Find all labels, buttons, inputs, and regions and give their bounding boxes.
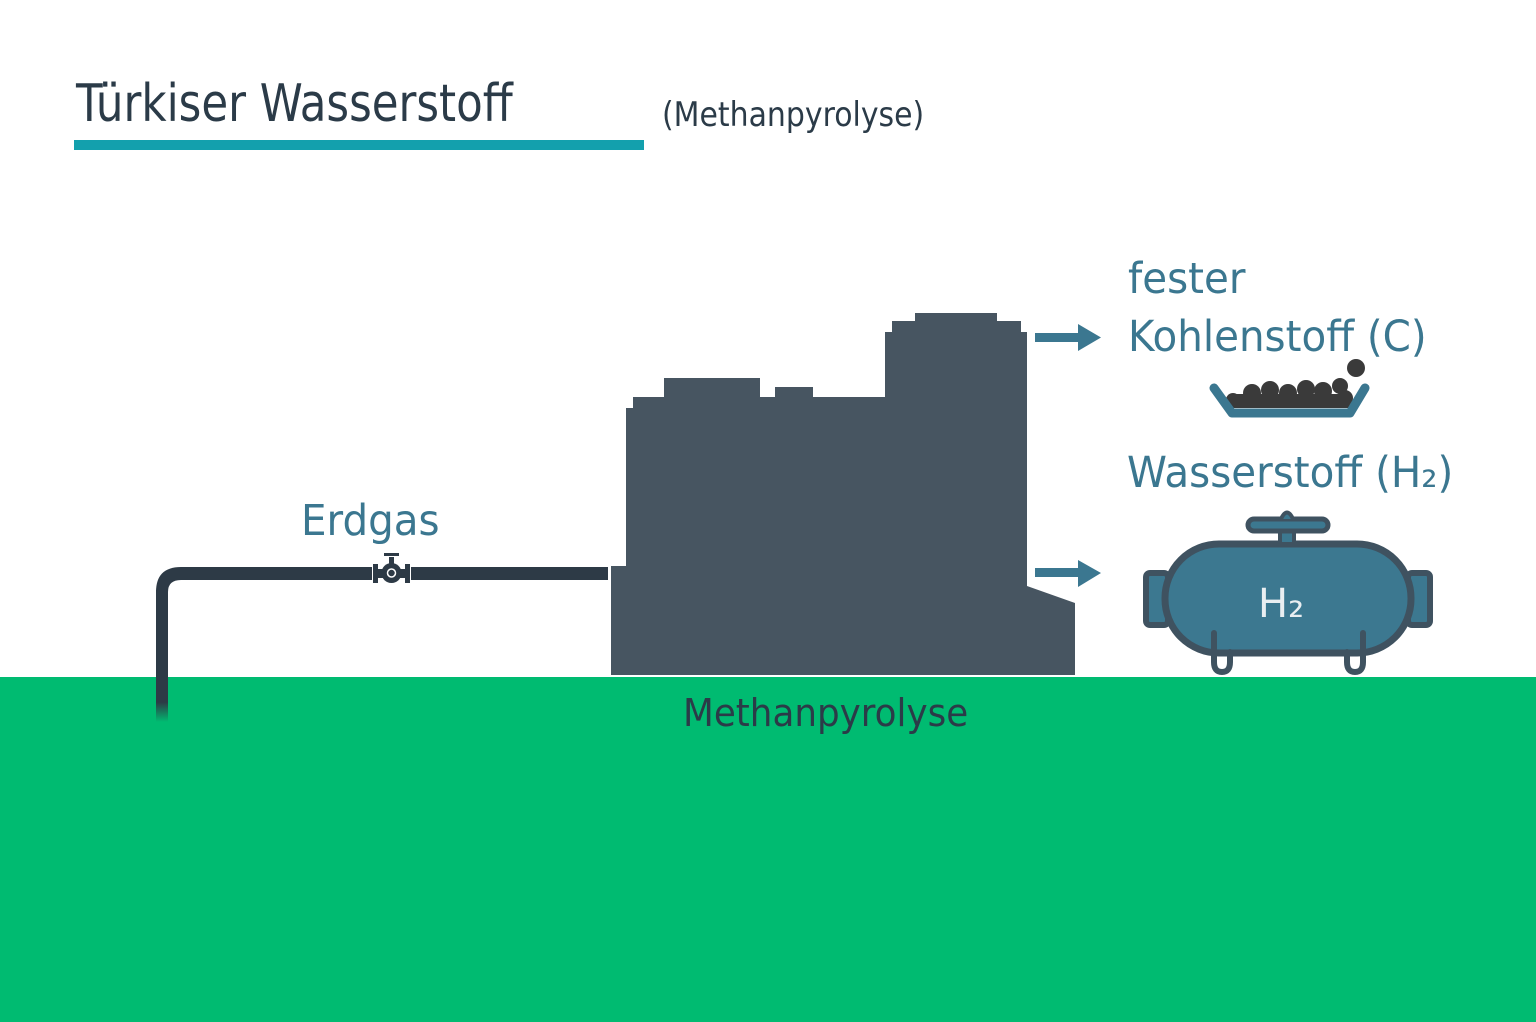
arrow-right-icon <box>1035 560 1101 587</box>
hydrogen-output-label: Wasserstoff (H₂) <box>1127 448 1454 498</box>
carbon-output-label-line1: fester <box>1128 254 1246 304</box>
natural-gas-pipe-icon <box>156 567 608 722</box>
page-title: Türkiser Wasserstoff <box>76 74 513 134</box>
hydrogen-tank-icon <box>1143 510 1433 676</box>
process-label: Methanpyrolyse <box>683 691 969 735</box>
page-subtitle: (Methanpyrolyse) <box>662 95 925 135</box>
solid-carbon-basin-icon <box>1209 359 1370 418</box>
pyrolysis-plant-icon <box>611 313 1075 675</box>
tank-label: H₂ <box>1258 581 1305 627</box>
ground-area <box>0 677 1536 1022</box>
pipe-valve-icon <box>373 553 410 583</box>
natural-gas-label: Erdgas <box>301 496 440 546</box>
arrow-right-icon <box>1035 324 1101 351</box>
title-underline <box>74 140 644 150</box>
carbon-output-label-line2: Kohlenstoff (C) <box>1128 312 1427 362</box>
